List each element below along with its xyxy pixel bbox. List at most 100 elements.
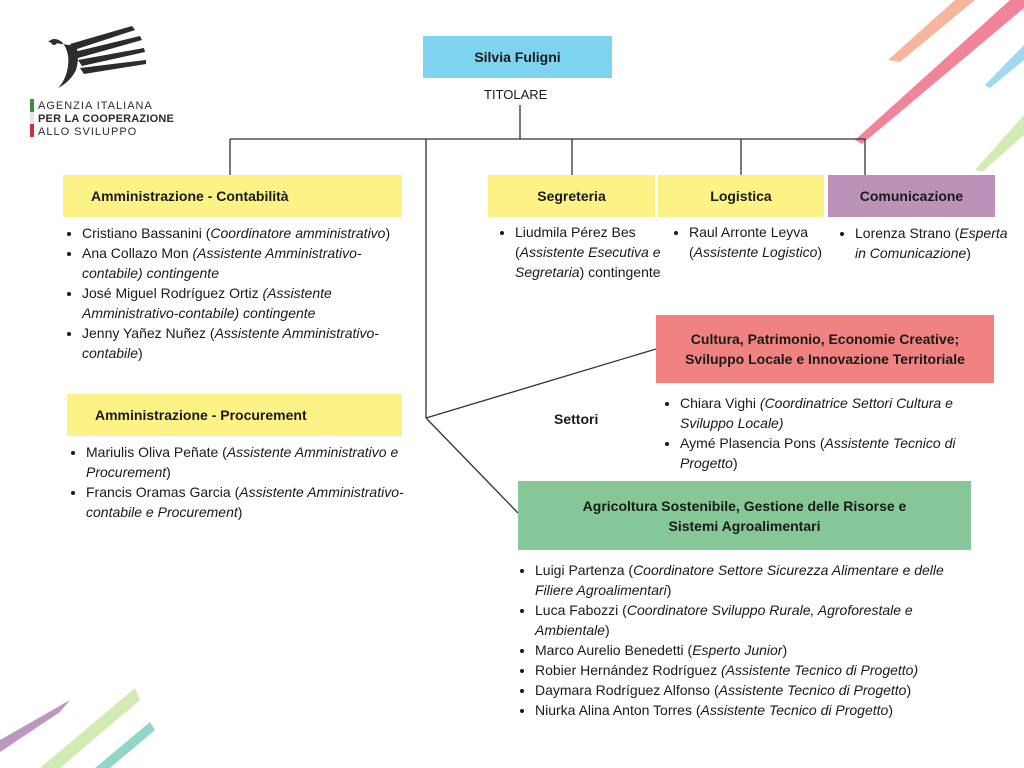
stroke-blue bbox=[985, 45, 1024, 88]
dept-cultura-title: Cultura, Patrimonio, Economie Creative; … bbox=[685, 331, 965, 367]
member-name: Raul Arronte Leyva ( bbox=[689, 224, 809, 260]
dept-comunicazione-box: Comunicazione bbox=[828, 175, 995, 217]
member-role-suffix: ) bbox=[888, 702, 893, 718]
member-role: (Assistente Tecnico di Progetto) bbox=[721, 662, 919, 678]
member-list-item: Daymara Rodríguez Alfonso (Assistente Te… bbox=[535, 680, 985, 700]
dept-segreteria-title: Segreteria bbox=[537, 188, 606, 204]
member-name: Cristiano Bassanini ( bbox=[82, 225, 211, 241]
member-list-item: Mariulis Oliva Peñate (Assistente Ammini… bbox=[86, 442, 406, 482]
member-role: Esperto Junior bbox=[692, 642, 783, 658]
member-role: Coordinatore Sviluppo Rurale, Agroforest… bbox=[535, 602, 913, 638]
dept-procurement-box: Amministrazione - Procurement bbox=[67, 394, 402, 436]
member-role-suffix: ) bbox=[237, 504, 243, 520]
member-list-item: Chiara Vighi (Coordinatrice Settori Cult… bbox=[680, 393, 1010, 433]
member-role-suffix: ) bbox=[906, 682, 912, 698]
member-role-suffix: ) bbox=[605, 622, 610, 638]
dept-agricoltura-members: Luigi Partenza (Coordinatore Settore Sic… bbox=[517, 560, 985, 720]
settori-label: Settori bbox=[554, 411, 599, 427]
member-list-item: Cristiano Bassanini (Coordinatore ammini… bbox=[82, 223, 412, 243]
member-name: Chiara Vighi bbox=[680, 395, 760, 411]
director-caption: TITOLARE bbox=[484, 87, 548, 102]
member-list-item: Raul Arronte Leyva (Assistente Logistico… bbox=[689, 222, 845, 262]
agency-logo-text: AGENZIA ITALIANA PER LA COOPERAZIONE ALL… bbox=[38, 100, 174, 139]
member-role: Assistente Tecnico di Progetto bbox=[680, 435, 956, 471]
stroke-green-bottom bbox=[40, 688, 140, 768]
stroke-teal bbox=[95, 722, 155, 768]
member-list-item: Liudmila Pérez Bes (Assistente Esecutiva… bbox=[515, 222, 673, 282]
dept-comunicazione-members: Lorenza Strano (Esperta in Comunicazione… bbox=[837, 223, 1015, 263]
stroke-purple bbox=[0, 700, 70, 752]
member-list-item: Lorenza Strano (Esperta in Comunicazione… bbox=[855, 223, 1015, 263]
member-role: Coordinatore Settore Sicurezza Alimentar… bbox=[535, 562, 944, 598]
member-role: (Coordinatrice Settori Cultura e Svilupp… bbox=[680, 395, 953, 431]
member-name: José Miguel Rodríguez Ortiz bbox=[82, 285, 263, 301]
dept-cultura-box: Cultura, Patrimonio, Economie Creative; … bbox=[656, 315, 994, 383]
member-name: Luigi Partenza ( bbox=[535, 562, 634, 578]
member-role-suffix: ) bbox=[666, 582, 672, 598]
dept-comunicazione-title: Comunicazione bbox=[859, 188, 964, 204]
member-list-item: Francis Oramas Garcia (Assistente Ammini… bbox=[86, 482, 406, 522]
member-role-suffix: ) bbox=[782, 642, 788, 658]
dept-contabilita-title: Amministrazione - Contabilità bbox=[91, 188, 289, 204]
flag-icon bbox=[30, 99, 34, 137]
member-role: (Assistente Amministrativo-contabile) co… bbox=[82, 285, 332, 321]
member-role-suffix: ) bbox=[385, 225, 391, 241]
member-role: Assistente Logistico bbox=[693, 244, 818, 260]
stroke-green-right bbox=[975, 115, 1024, 172]
member-list-item: Luca Fabozzi (Coordinatore Sviluppo Rura… bbox=[535, 600, 985, 640]
dept-procurement-title: Amministrazione - Procurement bbox=[95, 407, 307, 423]
member-role: Assistente Amministrativo-contabile bbox=[82, 325, 379, 361]
member-role: Assistente Tecnico di Progetto bbox=[718, 682, 907, 698]
member-name: Niurka Alina Anton Torres ( bbox=[535, 702, 701, 718]
dept-logistica-box: Logistica bbox=[658, 175, 824, 217]
member-name: Lorenza Strano ( bbox=[855, 225, 960, 241]
member-role: Assistente Amministrativo-contabile e Pr… bbox=[86, 484, 404, 520]
dept-procurement-members: Mariulis Oliva Peñate (Assistente Ammini… bbox=[68, 442, 406, 522]
member-name: Ana Collazo Mon bbox=[82, 245, 193, 261]
member-list-item: Niurka Alina Anton Torres (Assistente Te… bbox=[535, 700, 985, 720]
dept-agricoltura-title: Agricoltura Sostenibile, Gestione delle … bbox=[582, 497, 907, 534]
member-role: Assistente Amministrativo e Procurement bbox=[86, 444, 399, 480]
member-name: Aymé Plasencia Pons ( bbox=[680, 435, 825, 451]
stroke-orange bbox=[888, 0, 975, 62]
member-role-suffix: ) bbox=[166, 464, 171, 480]
member-list-item: Jenny Yañez Nuñez (Assistente Amministra… bbox=[82, 323, 412, 363]
dept-contabilita-members: Cristiano Bassanini (Coordinatore ammini… bbox=[64, 223, 412, 363]
member-name: Mariulis Oliva Peñate ( bbox=[86, 444, 227, 460]
member-list-item: Luigi Partenza (Coordinatore Settore Sic… bbox=[535, 560, 985, 600]
connector-agricoltura bbox=[425, 417, 519, 514]
member-role: Assistente Esecutiva e Segretaria bbox=[515, 244, 661, 280]
dept-logistica-members: Raul Arronte Leyva (Assistente Logistico… bbox=[671, 222, 845, 262]
member-list-item: Marco Aurelio Benedetti (Esperto Junior) bbox=[535, 640, 985, 660]
member-name: Jenny Yañez Nuñez ( bbox=[82, 325, 215, 341]
dove-logo-icon bbox=[48, 26, 146, 88]
dept-segreteria-box: Segreteria bbox=[488, 175, 655, 217]
member-list-item: José Miguel Rodríguez Ortiz (Assistente … bbox=[82, 283, 412, 323]
logo-line-1: AGENZIA ITALIANA bbox=[38, 100, 153, 112]
member-name: Marco Aurelio Benedetti ( bbox=[535, 642, 693, 658]
member-list-item: Ana Collazo Mon (Assistente Amministrati… bbox=[82, 243, 412, 283]
director-box: Silvia Fuligni bbox=[423, 36, 612, 78]
director-name: Silvia Fuligni bbox=[474, 49, 561, 65]
member-list-item: Aymé Plasencia Pons (Assistente Tecnico … bbox=[680, 433, 1010, 473]
member-list-item: Robier Hernández Rodríguez (Assistente T… bbox=[535, 660, 985, 680]
member-role-suffix: ) bbox=[966, 245, 971, 261]
dept-contabilita-box: Amministrazione - Contabilità bbox=[63, 175, 402, 217]
dept-logistica-title: Logistica bbox=[710, 188, 772, 204]
member-role: (Assistente Amministrativo-contabile) co… bbox=[82, 245, 362, 281]
dept-segreteria-members: Liudmila Pérez Bes (Assistente Esecutiva… bbox=[497, 222, 673, 282]
member-role-suffix: ) bbox=[732, 455, 738, 471]
member-name: Robier Hernández Rodríguez bbox=[535, 662, 721, 678]
member-role-suffix: ) contingente bbox=[579, 264, 661, 280]
dept-agricoltura-box: Agricoltura Sostenibile, Gestione delle … bbox=[518, 481, 971, 550]
member-name: Daymara Rodríguez Alfonso ( bbox=[535, 682, 719, 698]
member-name: Liudmila Pérez Bes ( bbox=[515, 224, 636, 260]
member-role-suffix: ) bbox=[817, 244, 823, 260]
logo-line-2: PER LA COOPERAZIONE bbox=[38, 113, 175, 125]
connector-cultura bbox=[425, 348, 657, 419]
stroke-pink bbox=[855, 0, 1024, 144]
member-role: Esperta in Comunicazione bbox=[855, 225, 1008, 261]
dept-cultura-members: Chiara Vighi (Coordinatrice Settori Cult… bbox=[662, 393, 1010, 473]
